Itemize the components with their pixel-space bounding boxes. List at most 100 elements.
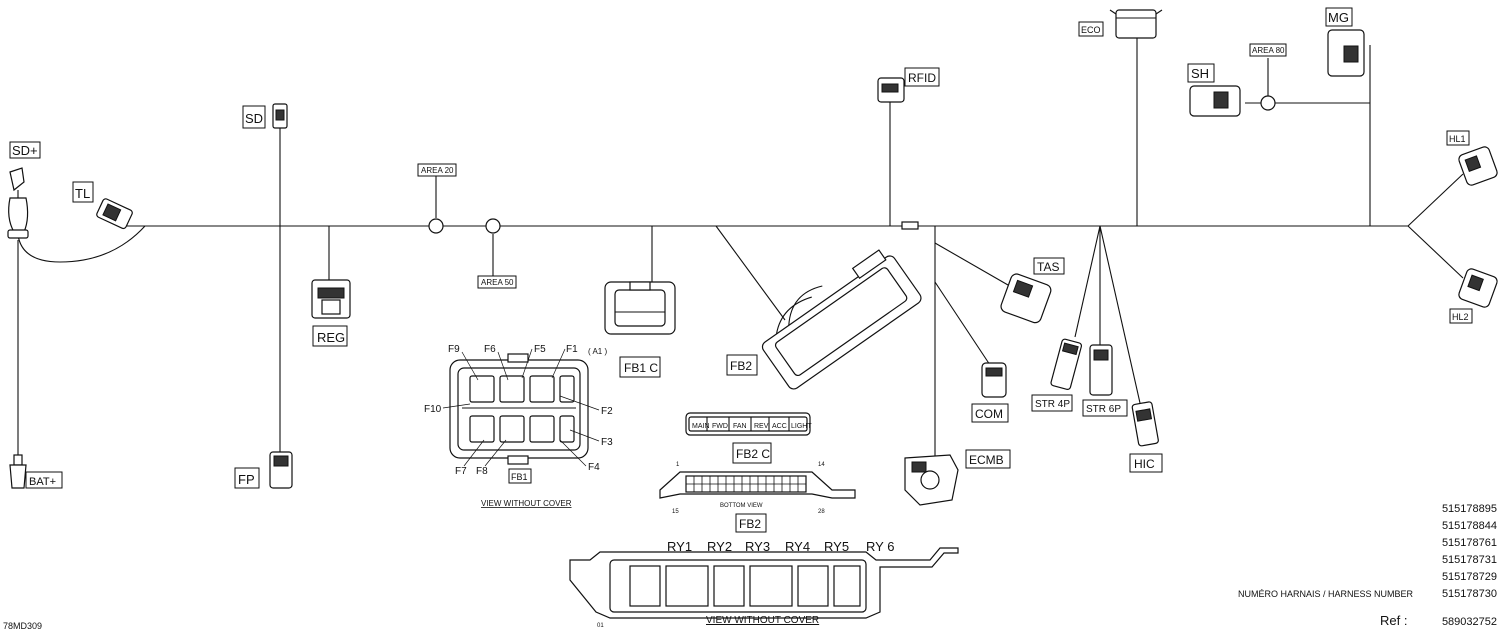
sd-plus-label: SD+	[12, 143, 38, 158]
harness-number: 515178729	[1442, 571, 1497, 583]
mg-label: MG	[1328, 10, 1349, 25]
str6p-label: STR 6P	[1086, 404, 1121, 415]
fuse-f9-label: F9	[448, 344, 460, 355]
reg-label: REG	[317, 330, 345, 345]
com-label: COM	[975, 407, 1003, 421]
fb2c-acc-label: ACC	[772, 423, 787, 430]
fuse-f7-label: F7	[455, 466, 467, 477]
harness-number: 515178761	[1442, 537, 1497, 549]
ref-value: 589032752	[1442, 616, 1497, 628]
fb1-caption: VIEW WITHOUT COVER	[481, 499, 572, 508]
fb2c-label: FB2 C	[736, 447, 770, 461]
fb2c-strip-icon	[685, 412, 811, 436]
sd-connector-icon	[272, 103, 288, 129]
fb2c-fan-label: FAN	[733, 423, 747, 430]
harness-number: 515178844	[1442, 520, 1497, 532]
str4p-label: STR 4P	[1035, 399, 1070, 410]
sd-plus-terminal	[7, 167, 29, 239]
fb1-fusebox-icon	[449, 353, 589, 465]
fb1-label: FB1	[511, 472, 528, 482]
fb2c-light-label: LIGHT	[791, 423, 812, 430]
sh-connector-icon	[1189, 85, 1241, 117]
area-20-splice	[428, 218, 444, 234]
relay-box-icon	[569, 547, 959, 619]
pin-01-label: 01	[597, 623, 604, 629]
relay-ry4-label: RY4	[785, 539, 810, 554]
ref-label: Ref :	[1380, 613, 1407, 628]
hic-label: HIC	[1134, 457, 1155, 471]
harness-wires	[17, 34, 1464, 460]
harness-number-list: 515178895 515178844 515178761 515178731 …	[1442, 503, 1497, 600]
relay-caption: VIEW WITHOUT COVER	[706, 615, 819, 626]
fuse-f4-label: F4	[588, 462, 600, 473]
area-80-label: AREA 80	[1252, 46, 1285, 55]
fuse-a1-label: ( A1 )	[588, 347, 607, 356]
hl2-connector-icon	[1458, 268, 1498, 308]
hl2-label: HL2	[1452, 312, 1469, 322]
label-boxes	[9, 7, 1473, 533]
area-50-splice	[485, 218, 501, 234]
area-20-label: AREA 20	[421, 166, 454, 175]
relay-ry1-label: RY1	[667, 539, 692, 554]
bat-plus-label: BAT+	[29, 476, 56, 488]
pin-15-label: 15	[672, 509, 679, 515]
ecmb-module-icon	[904, 454, 959, 506]
fb2-bottom-caption: BOTTOM VIEW	[720, 503, 763, 509]
mg-connector-icon	[1327, 29, 1365, 77]
fb2c-fwd-label: FWD	[712, 423, 728, 430]
fb1c-label: FB1 C	[624, 361, 658, 375]
fuse-f2-label: F2	[601, 406, 613, 417]
fb2-bottom-label: FB2	[739, 517, 761, 531]
area-80-splice	[1260, 95, 1276, 111]
hl1-label: HL1	[1449, 134, 1466, 144]
tas-label: TAS	[1037, 260, 1059, 274]
str4p-connector-icon	[1050, 338, 1083, 390]
relay-ry5-label: RY5	[824, 539, 849, 554]
pin-28-label: 28	[818, 509, 825, 515]
pin-1-label: 1	[676, 462, 680, 468]
drawing-id: 78MD309	[3, 621, 42, 631]
hic-connector-icon	[1131, 401, 1159, 447]
com-connector-icon	[981, 362, 1007, 398]
fuse-f6-label: F6	[484, 344, 496, 355]
tl-connector-icon	[96, 198, 133, 230]
rfid-label: RFID	[908, 71, 936, 85]
fb2-bottom-view-icon	[659, 471, 856, 499]
sh-label: SH	[1191, 66, 1209, 81]
fp-connector-icon	[269, 451, 293, 489]
ecmb-label: ECMB	[969, 453, 1004, 467]
fb1c-fusebox-icon	[604, 281, 676, 335]
relay-ry2-label: RY2	[707, 539, 732, 554]
eco-label: ECO	[1081, 25, 1101, 35]
fuse-f5-label: F5	[534, 344, 546, 355]
fb2-module-icon	[761, 249, 922, 390]
harness-number: 515178730	[1442, 588, 1497, 600]
trunk-sleeve	[901, 221, 919, 230]
sd-label: SD	[245, 111, 263, 126]
fuse-f10-label: F10	[424, 404, 442, 415]
str6p-connector-icon	[1089, 344, 1113, 396]
fp-label: FP	[238, 472, 255, 487]
fuse-f1-label: F1	[566, 344, 578, 355]
reg-connector-icon	[311, 279, 351, 319]
bat-plus-terminal	[9, 454, 27, 489]
rfid-connector-icon	[877, 77, 905, 103]
fuse-leader-lines	[442, 348, 600, 467]
fb2c-rev-label: REV	[754, 423, 769, 430]
relay-ry3-label: RY3	[745, 539, 770, 554]
tas-connector-icon	[1000, 273, 1052, 324]
eco-connector-icon	[1109, 9, 1163, 39]
area-50-label: AREA 50	[481, 278, 514, 287]
fuse-f3-label: F3	[601, 437, 613, 448]
fb2-module-label: FB2	[730, 359, 752, 373]
hl1-connector-icon	[1458, 146, 1498, 186]
relay-ry6-label: RY 6	[866, 539, 894, 554]
harness-number: 515178731	[1442, 554, 1497, 566]
pin-14-label: 14	[818, 462, 825, 468]
harness-number-caption: NUMÉRO HARNAIS / HARNESS NUMBER	[1238, 589, 1414, 599]
tl-label: TL	[75, 186, 90, 201]
fuse-f8-label: F8	[476, 466, 488, 477]
harness-number: 515178895	[1442, 503, 1497, 515]
fb2c-main-label: MAIN	[692, 423, 710, 430]
